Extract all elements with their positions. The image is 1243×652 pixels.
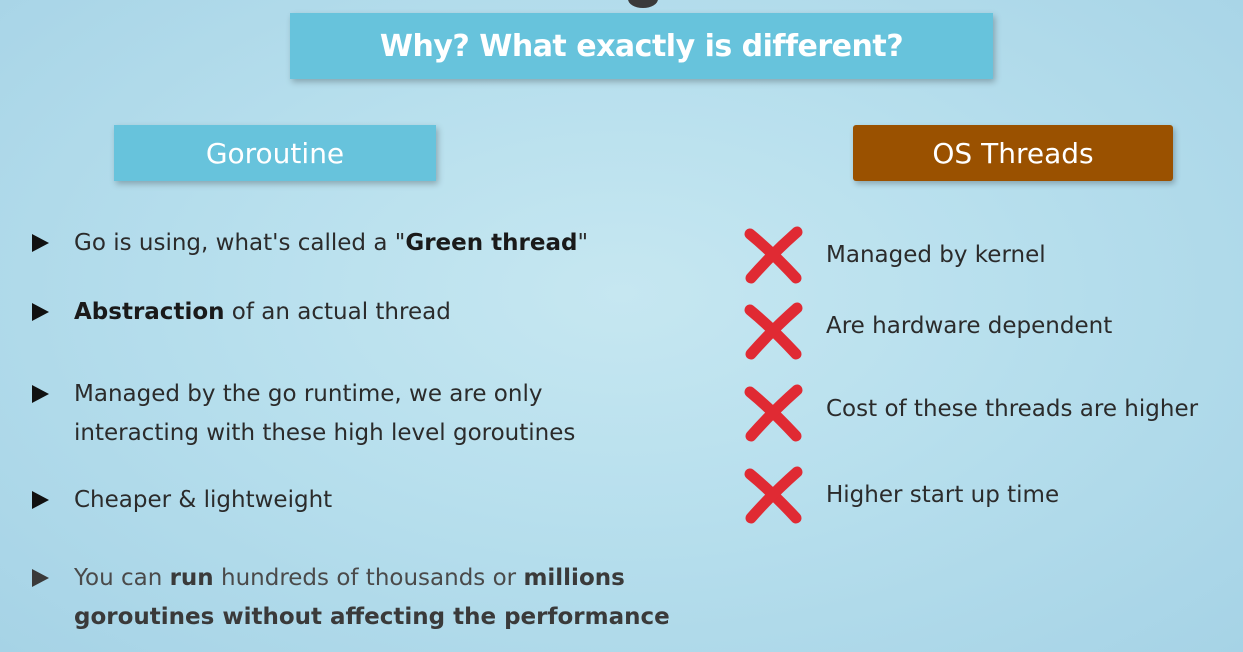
thread-point-4-text: Higher start up time: [826, 482, 1060, 508]
red-cross-icon: [742, 466, 804, 524]
point-bold-text: run: [169, 565, 214, 591]
goroutine-point-3-text: Managed by the go runtime, we are only in…: [74, 375, 714, 453]
point-bold-text: millions: [523, 565, 625, 591]
bullet-arrow-icon: [32, 569, 49, 587]
goroutine-point-5-text: You can run hundreds of thousands or mil…: [74, 559, 714, 637]
point-text: ": [577, 230, 589, 256]
point-text: of an actual thread: [224, 299, 451, 325]
point-bold-text: goroutines without affecting the perform…: [74, 604, 670, 630]
goroutine-column-header: Goroutine: [114, 125, 436, 181]
point-bold-text: Green thread: [405, 230, 578, 256]
os-threads-column-header: OS Threads: [853, 125, 1173, 181]
slide-title: Why? What exactly is different?: [379, 28, 904, 64]
goroutine-point-4-text: Cheaper & lightweight: [74, 487, 333, 513]
goroutine-point-1-text: Go is using, what's called a "Green thre…: [74, 224, 714, 263]
point-line-2: interacting with these high level gorout…: [74, 420, 576, 446]
red-cross-icon: [742, 384, 804, 442]
goroutine-header-label: Goroutine: [205, 136, 345, 170]
thread-point-1-text: Managed by kernel: [826, 242, 1046, 268]
point-bold-text: Abstraction: [74, 299, 225, 325]
thread-point-3-text: Cost of these threads are higher: [826, 396, 1199, 422]
red-cross-icon: [742, 226, 804, 284]
os-threads-header-label: OS Threads: [932, 136, 1094, 170]
point-text: Go is using, what's called a ": [74, 230, 406, 256]
goroutine-point-2-text: Abstraction of an actual thread: [74, 293, 714, 332]
bullet-arrow-icon: [32, 385, 49, 403]
point-line-1: Managed by the go runtime, we are only: [74, 381, 543, 407]
thread-point-2-text: Are hardware dependent: [826, 313, 1113, 339]
point-text: You can: [74, 565, 170, 591]
point-text: hundreds of thousands or: [213, 565, 524, 591]
top-indicator-dot: [628, 0, 658, 8]
bullet-arrow-icon: [32, 303, 49, 321]
slide-title-box: Why? What exactly is different?: [290, 13, 993, 79]
bullet-arrow-icon: [32, 234, 49, 252]
red-cross-icon: [742, 302, 804, 360]
bullet-arrow-icon: [32, 491, 49, 509]
